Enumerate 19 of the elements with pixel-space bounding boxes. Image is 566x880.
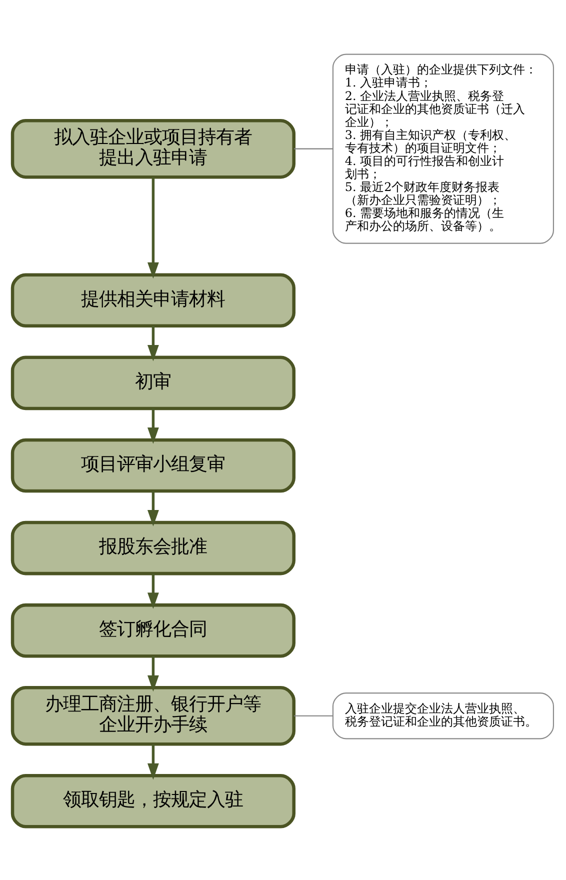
arrow <box>147 176 159 278</box>
node-box: 领取钥匙，按规定入驻 <box>10 773 296 828</box>
node-box: 提供相关申请材料 <box>10 272 296 328</box>
arrow <box>147 656 159 692</box>
node-box: 报股东会批准 <box>10 520 296 575</box>
arrow <box>147 744 159 780</box>
arrow <box>147 408 159 444</box>
node-box: 申请（入驻）的企业提供下列文件： 1. 入驻申请书； 2. 企业法人营业执照、税务登记证和企业的其他资质证书（迁入企业）； 3. 拥有自主知识产权（专利权、专有技术）的项目证明文件； 4. 项目的可行性报告和创业计划书； 5. 最近2个财政年度财务报表（新办企业只需验资证明）； 6. 需要场地和服务的情况（生产和办公的场所、设备等）。 <box>332 53 554 244</box>
connector <box>294 714 333 716</box>
arrow <box>147 490 159 526</box>
connector <box>294 148 333 149</box>
arrow <box>147 326 159 361</box>
node-box: 项目评审小组复审 <box>10 438 296 492</box>
node-box: 办理工商注册、银行开户等企业开办手续 <box>10 686 296 746</box>
node-box: 签订孵化合同 <box>10 602 296 658</box>
node-box: 初审 <box>10 355 296 410</box>
arrow <box>147 573 159 608</box>
node-box: 入驻企业提交企业法人营业执照、税务登记证和企业的其他资质证书。 <box>332 692 554 739</box>
node-box: 拟入驻企业或项目持有者提出入驻申请 <box>10 118 296 178</box>
